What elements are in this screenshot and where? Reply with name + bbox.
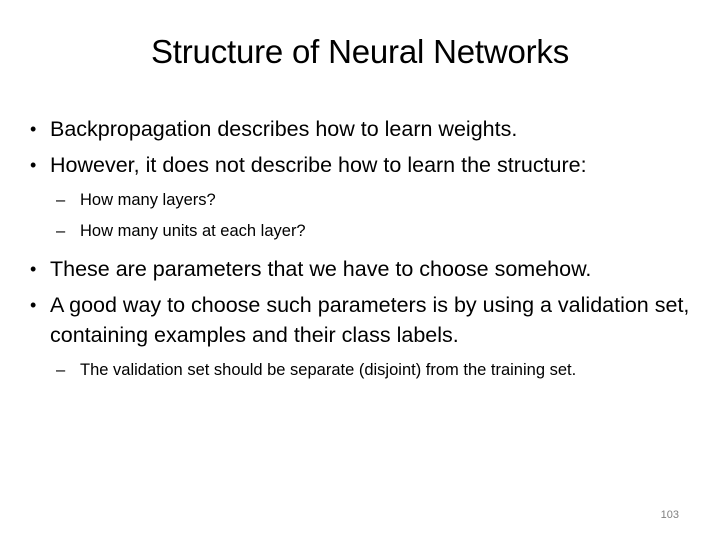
sub-bullet-text: How many layers? [80, 191, 216, 209]
bullet-marker-icon: • [30, 295, 37, 315]
page-number: 103 [660, 509, 679, 521]
bullet-item: • However, it does not describe how to l… [26, 150, 712, 180]
bullet-marker-icon: • [30, 119, 37, 139]
bullet-item: • These are parameters that we have to c… [26, 254, 712, 284]
sub-bullet-group: – The validation set should be separate … [26, 358, 712, 383]
bullet-marker-icon: • [30, 259, 37, 279]
bullet-text: Backpropagation describes how to learn w… [50, 117, 518, 141]
sub-bullet-text: The validation set should be separate (d… [80, 361, 577, 379]
bullet-item: • A good way to choose such parameters i… [26, 290, 712, 350]
slide-body: • Backpropagation describes how to learn… [26, 114, 712, 393]
dash-marker-icon: – [56, 361, 66, 379]
bullet-text: These are parameters that we have to cho… [50, 257, 592, 281]
bullet-item: • Backpropagation describes how to learn… [26, 114, 712, 144]
bullet-marker-icon: • [30, 155, 37, 175]
sub-bullet-text: How many units at each layer? [80, 222, 306, 240]
dash-marker-icon: – [56, 191, 66, 209]
page-title: Structure of Neural Networks [150, 33, 570, 70]
sub-bullet-item: – The validation set should be separate … [26, 358, 712, 383]
dash-marker-icon: – [56, 222, 66, 240]
bullet-text: A good way to choose such parameters is … [50, 293, 690, 347]
sub-bullet-item: – How many units at each layer? [26, 219, 712, 244]
sub-bullet-item: – How many layers? [26, 188, 712, 213]
sub-bullet-group: – How many layers? – How many units at e… [26, 188, 712, 244]
bullet-text: However, it does not describe how to lea… [50, 153, 587, 177]
